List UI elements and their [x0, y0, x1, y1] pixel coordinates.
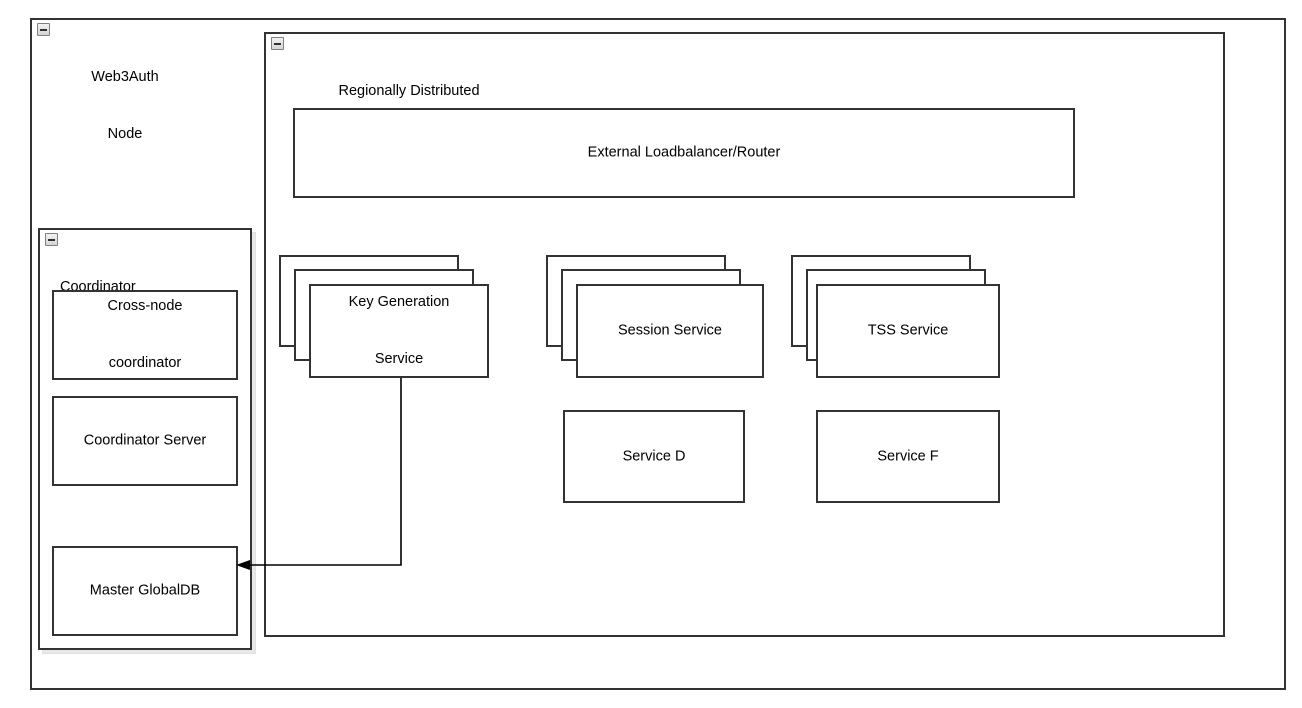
- node-external-loadbalancer[interactable]: External Loadbalancer/Router: [293, 108, 1075, 198]
- node-cross-node-coordinator[interactable]: Cross-node coordinator: [52, 290, 238, 380]
- collapse-icon-web3auth-node[interactable]: [37, 23, 50, 36]
- node-service-f[interactable]: Service F: [816, 410, 1000, 503]
- node-label-external-loadbalancer: External Loadbalancer/Router: [587, 144, 781, 161]
- node-master-globaldb[interactable]: Master GlobalDB: [52, 546, 238, 636]
- node-label-service-f: Service F: [877, 448, 939, 464]
- group-title-line2: Node: [107, 126, 143, 142]
- key-gen-line1: Key Generation: [348, 294, 450, 310]
- collapse-icon-kube-cluster[interactable]: [271, 37, 284, 50]
- key-gen-line2: Service: [374, 351, 424, 367]
- node-label-tss-service: TSS Service: [867, 322, 949, 339]
- node-coordinator-server[interactable]: Coordinator Server: [52, 396, 238, 486]
- cross-node-line2: coordinator: [108, 355, 182, 371]
- collapse-icon-coordinator[interactable]: [45, 233, 58, 246]
- node-tss-service[interactable]: TSS Service: [816, 284, 1000, 378]
- node-service-d[interactable]: Service D: [563, 410, 745, 503]
- node-label-cross-node-coordinator: Cross-node coordinator: [54, 259, 236, 411]
- node-label-session-service: Session Service: [618, 322, 722, 339]
- cross-node-line1: Cross-node: [107, 298, 183, 314]
- node-label-master-globaldb: Master GlobalDB: [89, 582, 201, 599]
- node-label-coordinator-server: Coordinator Server: [83, 432, 207, 449]
- group-title-web3auth-node: Web3Auth Node: [50, 30, 200, 182]
- node-label-key-generation-service: Key Generation Service: [311, 255, 487, 407]
- node-label-service-d: Service D: [622, 448, 686, 464]
- node-session-service[interactable]: Session Service: [576, 284, 764, 378]
- group-title-line1: Web3Auth: [91, 69, 159, 85]
- node-key-generation-service[interactable]: Key Generation Service: [309, 284, 489, 378]
- group-title-kube-line1: Regionally Distributed: [338, 83, 480, 99]
